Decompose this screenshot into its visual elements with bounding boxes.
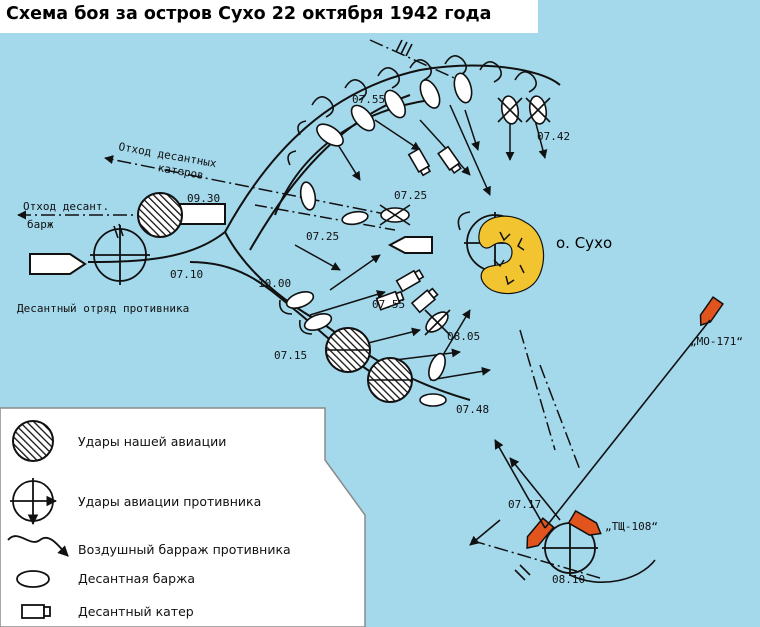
landing-boat-icon <box>21 604 51 619</box>
legend-text-4: Десантный катер <box>78 604 194 619</box>
landing-barge-icon <box>350 104 376 132</box>
withdrawal-lines <box>17 39 601 579</box>
tshch-108-label: „ТЩ-108“ <box>605 520 658 533</box>
landing-barge-icon <box>428 352 446 382</box>
our-ship-tracks <box>469 319 711 583</box>
landing-boat-icon <box>395 268 425 293</box>
landing-barge-icon <box>383 89 407 119</box>
boat-track <box>254 204 396 231</box>
attack-arrows <box>294 104 548 381</box>
landing-barge-icon <box>316 123 344 147</box>
time-0725b: 07.25 <box>306 230 339 243</box>
landing-barge-icon <box>453 72 473 104</box>
route-ticks <box>113 39 531 581</box>
landing-boat-icon <box>375 290 405 311</box>
air-barrage-icon <box>7 535 69 557</box>
legend-text-0: Удары нашей авиации <box>78 434 226 449</box>
landing-barge-icon <box>303 313 333 331</box>
landing-barge-icon <box>16 570 50 588</box>
time-0715: 07.15 <box>274 349 307 362</box>
barges-withdrawal-label-1: Отход десант. <box>23 200 109 213</box>
enemy-detachment-label: Десантный отряд противника <box>17 302 189 315</box>
time-0755b: 07.55 <box>372 298 405 311</box>
time-0717: 07.17 <box>508 498 541 511</box>
our-air-strike-icon <box>137 192 183 238</box>
time-0748: 07.48 <box>456 403 489 416</box>
withdrawing-boat <box>387 236 433 254</box>
barges-withdrawal-label-2: барж <box>27 218 54 231</box>
landing-barge-icon <box>299 181 317 211</box>
time-0725a: 07.25 <box>394 189 427 202</box>
legend: Удары нашей авиации Удары авиации против… <box>0 407 366 627</box>
landing-boat-icon <box>407 147 432 177</box>
boat-at-0930 <box>179 203 226 225</box>
time-0755: 07.55 <box>352 93 385 106</box>
time-0710: 07.10 <box>170 268 203 281</box>
landing-barge-icon <box>419 393 447 407</box>
hatch-crosses <box>326 349 412 381</box>
landing-boat-icon <box>410 287 439 314</box>
legend-text-2: Воздушный барраж противника <box>78 542 291 557</box>
island-label: о. Сухо <box>556 234 612 252</box>
mo-171-label: „МО-171“ <box>690 335 743 348</box>
our-air-strike-icon <box>12 420 54 462</box>
page-title: Схема боя за остров Сухо 22 октября 1942… <box>6 4 492 24</box>
tshch-108-ship <box>567 509 602 536</box>
time-1000: 10.00 <box>258 277 291 290</box>
time-0810: 08.10 <box>552 573 585 586</box>
mo-171-ship <box>699 296 724 327</box>
enemy-air-strike-icon <box>90 225 150 285</box>
landing-barge-icon <box>285 291 315 309</box>
enemy-barges <box>285 72 473 407</box>
detachment-barge <box>29 253 87 275</box>
legend-text-3: Десантная баржа <box>78 571 195 586</box>
island-sukho <box>478 215 545 295</box>
enemy-air-strike-icon <box>10 478 58 526</box>
landing-barge-icon <box>419 79 441 109</box>
time-0805: 08.05 <box>447 330 480 343</box>
time-0742: 07.42 <box>537 130 570 143</box>
time-0930: 09.30 <box>187 192 220 205</box>
sunk-barges <box>379 95 551 336</box>
landing-boat-icon <box>437 145 462 175</box>
air-barrage-loops <box>278 55 537 357</box>
landing-barge-icon <box>341 210 369 226</box>
title-box: Схема боя за остров Сухо 22 октября 1942… <box>0 0 538 33</box>
our-ships <box>526 296 724 549</box>
enemy-boats <box>375 145 462 314</box>
our-air-strikes <box>137 192 413 403</box>
legend-text-1: Удары авиации противника <box>78 494 261 509</box>
